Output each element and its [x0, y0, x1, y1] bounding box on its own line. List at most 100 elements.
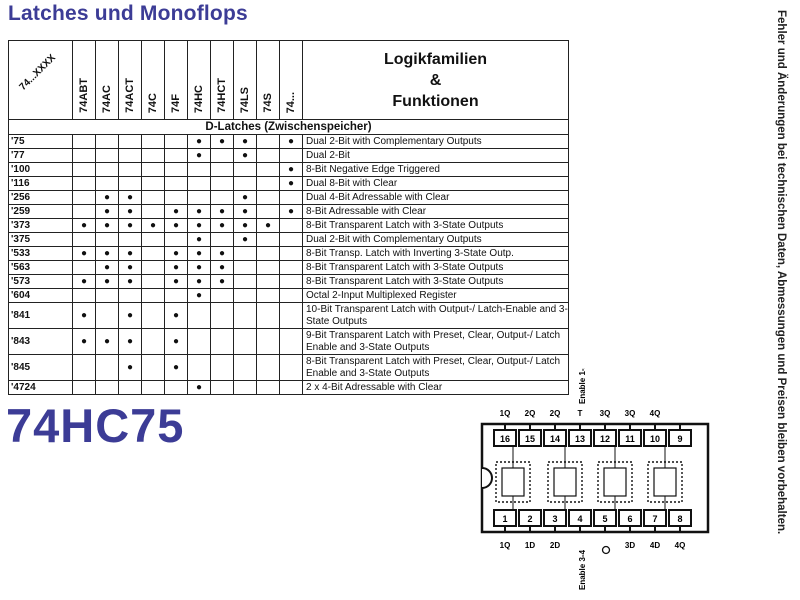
family-col-74ls: 74LS: [233, 40, 257, 120]
family-cell: [95, 232, 119, 247]
family-cell: [118, 162, 142, 177]
family-cell: ●: [210, 134, 234, 149]
family-cell: [72, 260, 96, 275]
family-cell: ●: [256, 218, 280, 233]
family-col-74c: 74C: [141, 40, 165, 120]
part-code: '375: [8, 232, 73, 247]
table-row: '75●●●●Dual 2-Bit with Complementary Out…: [8, 134, 569, 149]
family-cell: ●: [72, 302, 96, 329]
pin-label: 3Q: [625, 409, 636, 418]
family-col-74hct: 74HCT: [210, 40, 234, 120]
family-cell: [210, 380, 234, 395]
function-description: 8-Bit Negative Edge Triggered: [302, 162, 569, 177]
family-cell: ●: [187, 260, 211, 275]
pin-box: 14: [543, 424, 567, 447]
family-cell: ●: [233, 218, 257, 233]
enable-3-4-label: Enable 3-4: [578, 549, 587, 590]
family-cell: ●: [279, 134, 303, 149]
family-cell: ●: [164, 328, 188, 355]
table-row: '604●Octal 2-Input Multiplexed Register: [8, 288, 569, 303]
pin-number: 10: [650, 434, 660, 444]
family-cell: ●: [118, 204, 142, 219]
enable-3-4-pin-marker: [601, 545, 611, 555]
family-cell: [187, 162, 211, 177]
family-cell: ●: [279, 162, 303, 177]
table-row: '573●●●●●●8-Bit Transparent Latch with 3…: [8, 274, 569, 289]
family-cell: ●: [233, 134, 257, 149]
pin-number: 8: [677, 514, 682, 524]
family-cell: [233, 260, 257, 275]
sidebar-note: Fehler und Änderungen bei technischen Da…: [775, 10, 787, 535]
family-cell: [187, 328, 211, 355]
family-cell: [233, 328, 257, 355]
pin-box: 16: [493, 424, 517, 447]
part-code: '843: [8, 328, 73, 355]
family-cell: ●: [95, 328, 119, 355]
pin-label: 1Q: [500, 409, 511, 418]
logic-family-table: 74...XXXX 74ABT 74AC 74ACT 74C 74F 74HC …: [8, 40, 569, 395]
pin-number: 3: [552, 514, 557, 524]
table-row: '256●●●Dual 4-Bit Adressable with Clear: [8, 190, 569, 205]
family-cell: [95, 134, 119, 149]
pin-box: 5: [593, 509, 617, 532]
family-cell: [95, 162, 119, 177]
family-cell: [279, 246, 303, 261]
family-cell: [233, 162, 257, 177]
family-cell: [210, 354, 234, 381]
table-row: '563●●●●●8-Bit Transparent Latch with 3-…: [8, 260, 569, 275]
family-cell: [118, 148, 142, 163]
family-cell: [118, 380, 142, 395]
family-cell: ●: [210, 274, 234, 289]
family-col-74s: 74S: [256, 40, 280, 120]
pin-number: 15: [525, 434, 535, 444]
function-description: 10-Bit Transparent Latch with Output-/ L…: [302, 302, 569, 329]
corner-cell: 74...XXXX: [8, 40, 73, 120]
header-line-3: Funktionen: [392, 92, 479, 110]
family-cell: ●: [72, 246, 96, 261]
pin-number: 2: [527, 514, 532, 524]
family-cell: ●: [187, 204, 211, 219]
family-cell: [210, 288, 234, 303]
family-cell: [141, 162, 165, 177]
family-cell: [256, 134, 280, 149]
table-row: '845●●8-Bit Transparent Latch with Prese…: [8, 354, 569, 381]
header-line-2: &: [429, 71, 442, 89]
family-cell: ●: [279, 204, 303, 219]
pin-box: 1: [493, 509, 517, 532]
pin-box: 4: [568, 509, 592, 532]
family-cell: [164, 288, 188, 303]
part-code: '116: [8, 176, 73, 191]
table-row: '841●●●10-Bit Transparent Latch with Out…: [8, 302, 569, 329]
family-cell: [256, 380, 280, 395]
pin-number: 16: [500, 434, 510, 444]
family-cell: ●: [187, 288, 211, 303]
pin-box: 12: [593, 424, 617, 447]
family-cell: ●: [118, 302, 142, 329]
family-cell: [95, 176, 119, 191]
family-col-74act: 74ACT: [118, 40, 142, 120]
family-cell: ●: [118, 354, 142, 381]
family-cell: [72, 148, 96, 163]
family-cell: ●: [95, 260, 119, 275]
family-cell: [141, 246, 165, 261]
family-cell: ●: [187, 148, 211, 163]
part-code: '100: [8, 162, 73, 177]
part-code: '75: [8, 134, 73, 149]
function-description: 8-Bit Transparent Latch with 3-State Out…: [302, 218, 569, 233]
part-code: '256: [8, 190, 73, 205]
table-row: '375●●Dual 2-Bit with Complementary Outp…: [8, 232, 569, 247]
family-cell: [118, 288, 142, 303]
family-cell: ●: [141, 218, 165, 233]
family-cell: [256, 204, 280, 219]
part-code: '373: [8, 218, 73, 233]
family-cell: ●: [187, 134, 211, 149]
family-cell: ●: [187, 232, 211, 247]
part-code: '573: [8, 274, 73, 289]
family-cell: [233, 302, 257, 329]
function-header: Logikfamilien & Funktionen: [302, 40, 569, 120]
family-col-74-other: 74...: [279, 40, 303, 120]
family-cell: [279, 328, 303, 355]
function-description: 8-Bit Transparent Latch with 3-State Out…: [302, 274, 569, 289]
family-cell: [279, 148, 303, 163]
